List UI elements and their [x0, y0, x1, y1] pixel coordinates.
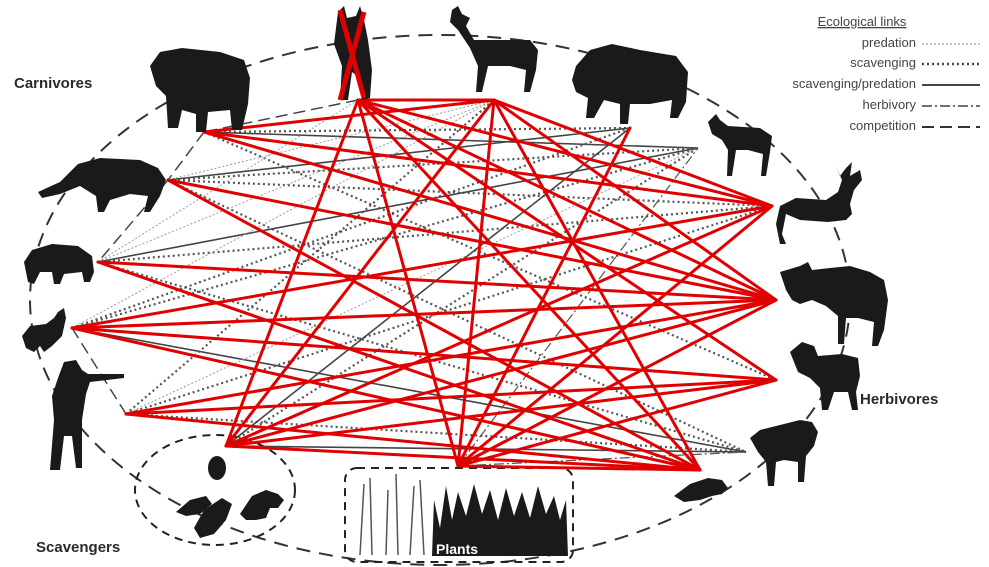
highlighted-link: [70, 298, 778, 330]
highlighted-link: [224, 298, 778, 448]
highlighted-link: [202, 130, 774, 208]
highlighted-link: [356, 98, 774, 208]
highlighted-link: [456, 126, 632, 468]
highlighted-link: [492, 98, 778, 302]
grass-icon: [432, 484, 568, 556]
deer-icon: [776, 162, 862, 244]
ecological-link: [225, 147, 699, 447]
ecological-link: [97, 99, 495, 263]
highlighted-link: [456, 204, 774, 468]
red-x-icon: [337, 9, 367, 101]
ecological-link: [71, 146, 699, 330]
highlighted-link: [356, 98, 460, 468]
coyote-icon: [22, 308, 66, 352]
highlighted-link: [70, 204, 774, 330]
legend-item-scavenging: scavenging: [850, 55, 916, 70]
ecological-link: [167, 127, 631, 181]
ecological-link: [167, 178, 773, 208]
herbivores-label: Herbivores: [860, 391, 938, 408]
ecological-link: [71, 327, 747, 453]
highlighted-link: [96, 260, 778, 302]
trees-icon: [359, 473, 425, 556]
mountain-goat-icon: [750, 420, 818, 486]
carnivores-label: Carnivores: [14, 75, 92, 92]
highlighted-link: [124, 298, 778, 416]
bighorn-sheep-icon: [790, 342, 860, 410]
highlighted-links-layer: [70, 98, 778, 472]
ecological-link: [203, 99, 359, 133]
ecological-link: [167, 146, 699, 182]
legend-item-competition: competition: [850, 118, 916, 133]
legend-title: Ecological links: [818, 14, 907, 29]
bison-icon: [572, 44, 688, 124]
scavengers-label: Scavengers: [36, 539, 120, 556]
ecological-link: [167, 131, 205, 181]
highlighted-link: [166, 178, 778, 302]
ecological-link: [225, 127, 631, 447]
highlighted-link: [202, 130, 778, 302]
highlighted-link: [224, 98, 360, 448]
highlighted-link: [456, 298, 778, 468]
highlighted-link: [492, 98, 774, 208]
highlighted-link: [224, 204, 774, 448]
highlighted-link: [124, 412, 702, 472]
ecological-link: [125, 412, 747, 454]
highlighted-link: [356, 98, 778, 302]
legend-item-herbivory: herbivory: [863, 97, 917, 112]
raven-icon: [176, 496, 212, 516]
moose-icon: [780, 262, 888, 346]
ecological-link: [203, 126, 631, 134]
cougar-icon: [38, 158, 166, 212]
plants-box: [344, 467, 574, 563]
highlighted-link: [166, 178, 702, 472]
pronghorn-icon: [708, 114, 772, 176]
highlighted-link: [456, 464, 702, 472]
fox-icon: [240, 490, 284, 520]
ecological-link: [71, 126, 631, 330]
legend-item-predation: predation: [862, 35, 916, 50]
black-bear-icon: [24, 244, 94, 284]
scavenger-group-outline: [134, 434, 296, 546]
plants-label: Plants: [436, 541, 478, 557]
highlighted-link: [70, 326, 778, 382]
highlighted-link: [456, 378, 778, 468]
ecological-link: [125, 204, 773, 416]
beetle-icon: [208, 456, 226, 480]
legend: Ecological links predation scavenging sc…: [792, 14, 980, 133]
ecological-link: [97, 147, 699, 263]
ecological-link: [167, 179, 747, 453]
grizzly-bear-icon: [150, 48, 250, 132]
ecological-link: [125, 147, 699, 415]
hunter-icon: [50, 360, 124, 470]
highlighted-link: [124, 378, 778, 416]
highlighted-link: [202, 98, 496, 134]
elk-icon: [450, 6, 538, 92]
ecological-link: [97, 99, 359, 263]
eagle-icon: [194, 498, 232, 538]
highlighted-link: [224, 378, 778, 448]
legend-item-scavenging-predation: scavenging/predation: [792, 76, 916, 91]
beaver-icon: [674, 478, 728, 502]
